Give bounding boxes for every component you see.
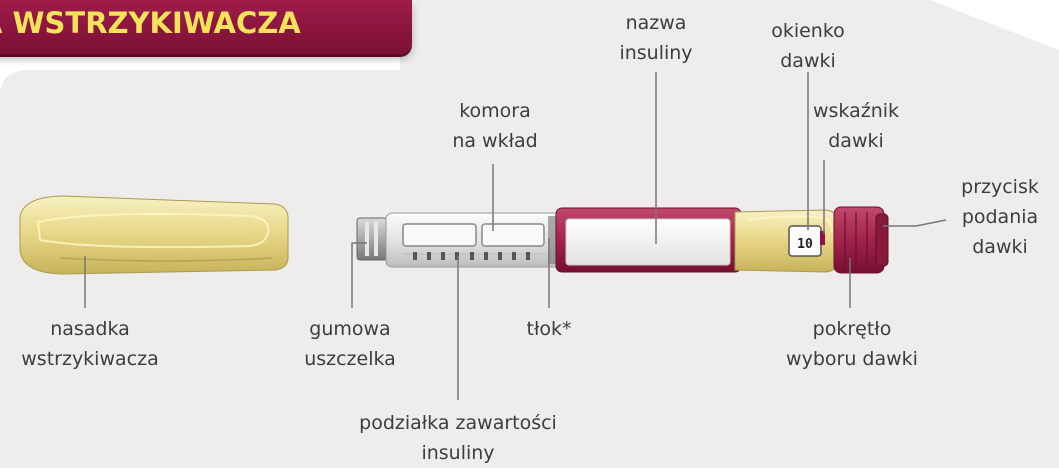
leader-lines <box>84 72 947 400</box>
pen-cap <box>19 195 289 275</box>
rubber-seal <box>356 217 388 261</box>
dose-selector-knob <box>833 206 889 274</box>
label-plunger: tłok* <box>526 318 572 340</box>
dose-display-value: 10 <box>797 237 813 252</box>
cartridge-holder <box>385 212 562 268</box>
page-title: A WSTRZYKIWACZA <box>0 6 301 40</box>
header-banner: A WSTRZYKIWACZA <box>0 0 412 54</box>
pen-body <box>555 207 742 273</box>
